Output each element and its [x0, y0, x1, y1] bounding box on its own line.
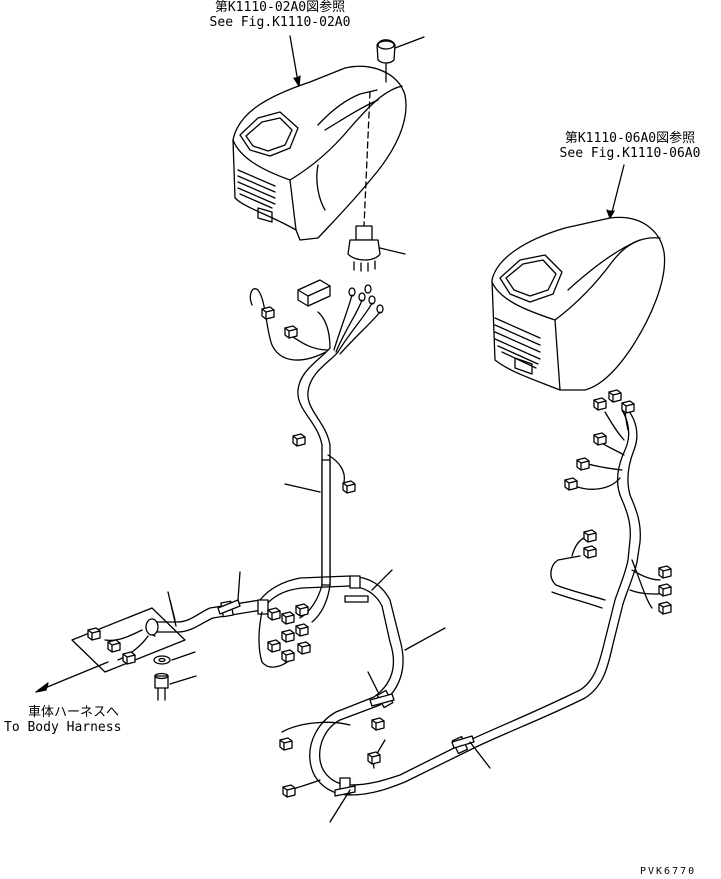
- drawing-code: PVK6770: [640, 866, 697, 877]
- top-reference-en: See Fig.K1110-02A0: [209, 15, 351, 30]
- right-monitor-leader: [611, 165, 624, 216]
- right-reference-label: 第K1110-06A0図参照 See Fig.K1110-06A0: [540, 131, 720, 161]
- right-reference-jp: 第K1110-06A0図参照: [564, 131, 696, 146]
- top-reference-jp: 第K1110-02A0図参照: [214, 0, 346, 15]
- body-harness-end: [36, 592, 196, 700]
- destination-label: 車体ハーネスへ To Body Harness: [4, 705, 121, 735]
- upper-monitor: [233, 66, 406, 240]
- destination-en: To Body Harness: [4, 720, 122, 735]
- rotary-knob: [377, 37, 424, 82]
- right-harness: [551, 389, 672, 615]
- lower-harness: [155, 495, 640, 822]
- right-monitor: [492, 217, 665, 390]
- top-reference-label: 第K1110-02A0図参照 See Fig.K1110-02A0: [180, 0, 380, 30]
- upper-monitor-leader: [290, 36, 298, 82]
- upper-harness: [250, 280, 383, 585]
- rotary-switch: [348, 226, 405, 271]
- destination-jp: 車体ハーネスへ: [28, 705, 120, 720]
- right-reference-en: See Fig.K1110-06A0: [559, 146, 701, 161]
- assembly-guide-line: [364, 92, 370, 226]
